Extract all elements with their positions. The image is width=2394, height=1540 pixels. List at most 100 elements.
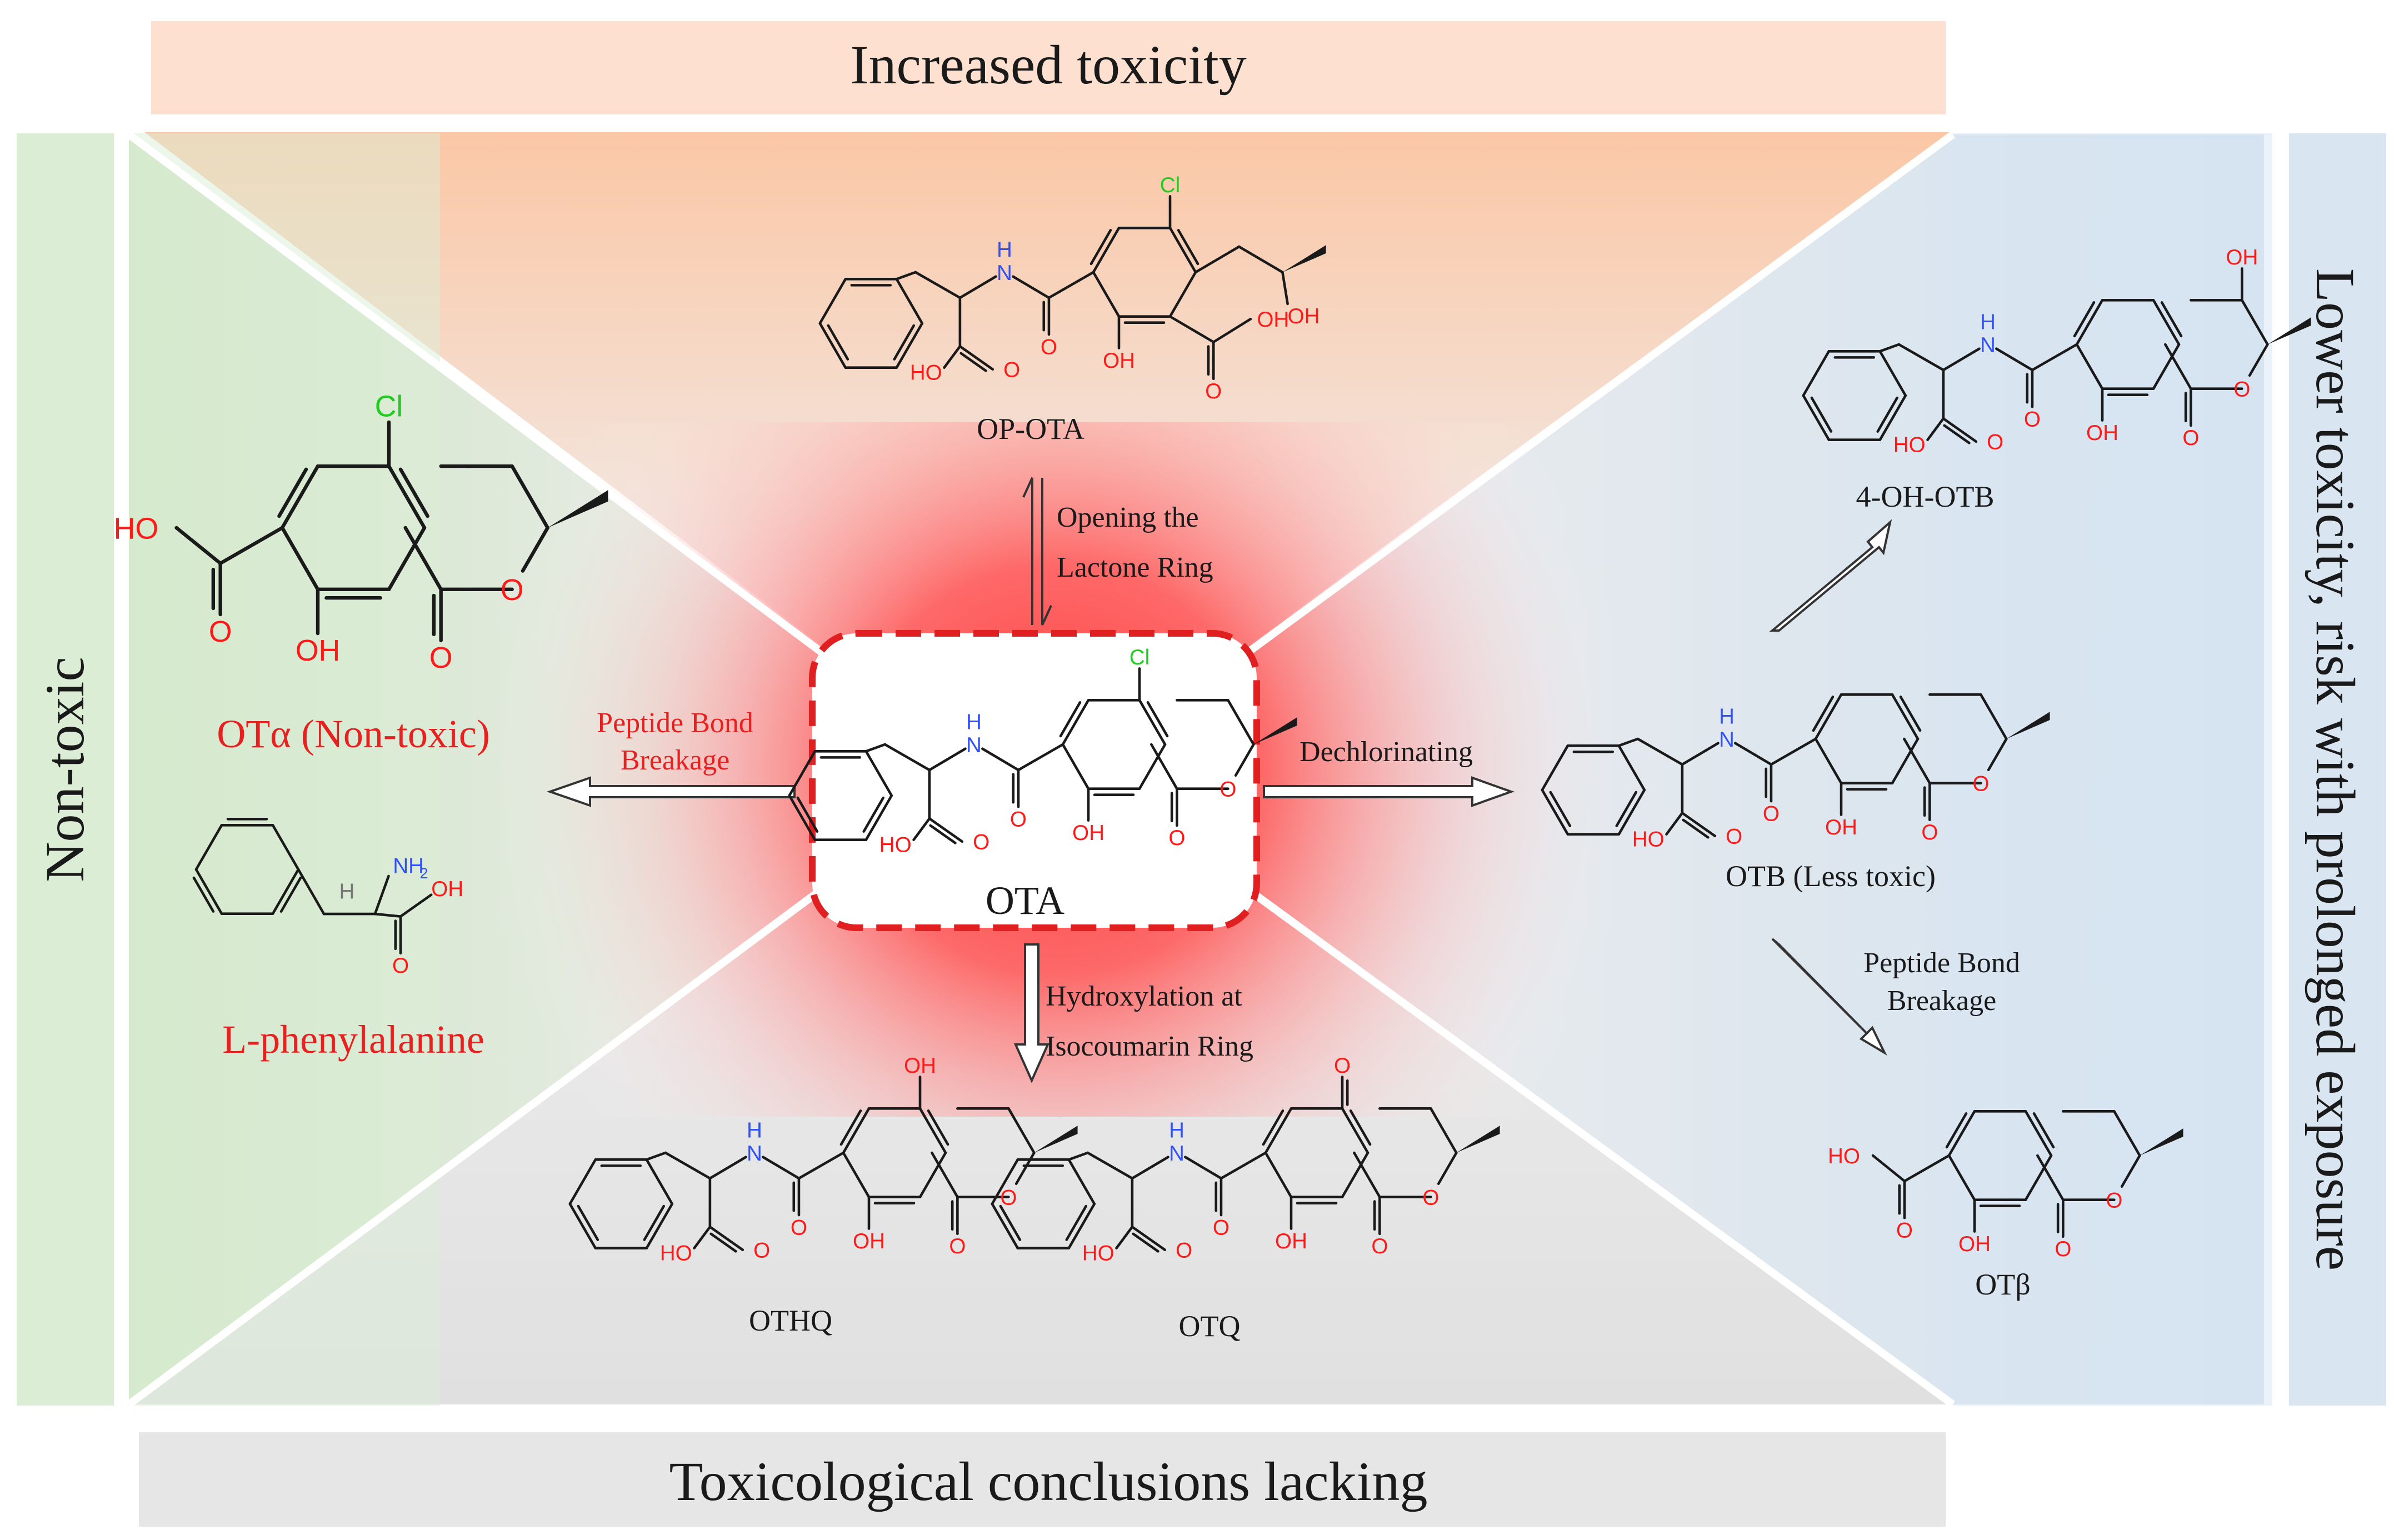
atom-label: N <box>747 1142 762 1166</box>
atom-label: OH <box>2226 246 2258 269</box>
atom-label: H <box>1719 705 1735 729</box>
atom-label: OH <box>1072 821 1104 845</box>
atom-label: HO <box>910 361 942 384</box>
top-banner: Increased toxicity <box>151 21 1946 114</box>
bottom-banner: Toxicological conclusions lacking <box>139 1432 1946 1527</box>
atom-label: N <box>1169 1142 1184 1166</box>
right-banner: Lower toxicity, risk with prolonged expo… <box>2289 133 2386 1406</box>
dechlor-arrow <box>1263 776 1515 807</box>
atom-label: HO <box>1828 1144 1860 1168</box>
l-phe-label: L-phenylalanine <box>222 1017 484 1062</box>
atom-label: OH <box>904 1054 936 1078</box>
hydrox-label-2: Isocoumarin Ring <box>1046 1031 1253 1062</box>
dechlor-label: Dechlorinating <box>1300 736 1473 768</box>
atom-label: O <box>1921 821 1938 844</box>
right-zone-tint <box>1947 133 2272 1406</box>
ota-label: OTA <box>986 878 1064 923</box>
atom-label: O <box>2024 407 2041 431</box>
atom-label: O <box>973 831 989 854</box>
molecule-structures: OOClOHONHOHOOHOOHClOHONHOHOOOClOHOHOOOOH… <box>114 173 2311 1265</box>
atom-label: HO <box>1893 433 1926 457</box>
atom-label: N <box>966 733 982 757</box>
atom-label: H <box>997 238 1012 262</box>
atom-label: O <box>1987 431 2003 454</box>
atom-label: OH <box>1257 308 1289 332</box>
peptide-right-label-2: Breakage <box>1887 985 1996 1017</box>
atom-label: N <box>1719 728 1735 752</box>
atom-label: O <box>1422 1186 1439 1210</box>
atom-label: Cl <box>375 390 403 423</box>
lactone-label-1: Opening the <box>1057 502 1199 533</box>
top-banner-label: Increased toxicity <box>850 34 1247 96</box>
atom-label: O <box>1220 778 1236 802</box>
ot-beta-label: OTβ <box>1975 1268 2030 1301</box>
atom-label: O <box>1205 379 1222 403</box>
otb-label: OTB (Less toxic) <box>1726 859 1936 893</box>
atom-label: OH <box>1288 304 1320 328</box>
othq-label: OTHQ <box>749 1304 832 1337</box>
atom-label: OH <box>1825 816 1857 839</box>
atom-label: O <box>429 641 453 674</box>
atom-label: NH <box>393 854 424 878</box>
atom-label: OH <box>1103 349 1135 373</box>
atom-label: OH <box>853 1229 885 1253</box>
atom-label: O <box>1213 1216 1230 1239</box>
left-banner: Non-toxic <box>17 133 114 1406</box>
atom-label: O <box>2106 1189 2122 1213</box>
right-banner-label: Lower toxicity, risk with prolonged expo… <box>2305 268 2366 1271</box>
peptide-left-arrow <box>546 776 796 807</box>
atom-label: Cl <box>1160 173 1180 197</box>
atom-label: HO <box>114 512 159 545</box>
atom-label: O <box>2233 378 2250 402</box>
atom-label: 2 <box>420 865 428 882</box>
atom-label: O <box>1763 802 1780 826</box>
ota-alpha-label: OTα (Non-toxic) <box>217 712 490 756</box>
atom-label: O <box>1000 1186 1017 1210</box>
atom-label: OH <box>1275 1229 1307 1253</box>
reaction-labels: Opening the Lactone Ring Peptide Bond Br… <box>597 502 2020 1062</box>
atom-label: O <box>1371 1234 1388 1258</box>
atom-label: O <box>1972 772 1989 796</box>
lactone-arrow <box>1022 477 1052 626</box>
op-ota-label: OP-OTA <box>977 412 1084 446</box>
hydrox-label-1: Hydroxylation at <box>1046 981 1242 1012</box>
atom-label: O <box>753 1239 770 1263</box>
left-banner-label: Non-toxic <box>34 657 96 882</box>
atom-label: O <box>791 1216 807 1239</box>
oh-otb-label: 4-OH-OTB <box>1856 480 1995 513</box>
atom-label: OH <box>1958 1232 1991 1256</box>
compound-labels: OP-OTA OTα (Non-toxic) L-phenylalanine O… <box>217 412 2031 1343</box>
atom-label: O <box>1168 826 1185 850</box>
atom-label: O <box>2055 1237 2071 1261</box>
atom-label: O <box>209 615 232 648</box>
atom-label: HO <box>1632 827 1665 851</box>
peptide-right-label-1: Peptide Bond <box>1863 947 2020 979</box>
peptide-left-label-2: Breakage <box>621 744 729 776</box>
atom-label: O <box>501 573 524 607</box>
reaction-arrows <box>546 477 1892 1083</box>
atom-label: H <box>747 1119 762 1143</box>
atom-label: HO <box>1082 1241 1114 1265</box>
atom-label: HO <box>879 833 912 857</box>
ota-box: OTA <box>809 630 1260 931</box>
otb-down-arrow <box>1771 938 1887 1056</box>
atom-label: O <box>949 1234 966 1258</box>
otq-label: OTQ <box>1179 1309 1241 1343</box>
top-zone <box>144 132 1951 650</box>
atom-label: O <box>1010 807 1027 831</box>
atom-label: O <box>1176 1239 1192 1263</box>
lactone-label-2: Lactone Ring <box>1057 552 1213 583</box>
bottom-banner-label: Toxicological conclusions lacking <box>669 1451 1428 1512</box>
bottom-zone <box>129 889 1953 1404</box>
atom-label: OH <box>431 877 463 901</box>
atom-label: O <box>1041 335 1057 359</box>
hydrox-arrow <box>1013 943 1050 1083</box>
